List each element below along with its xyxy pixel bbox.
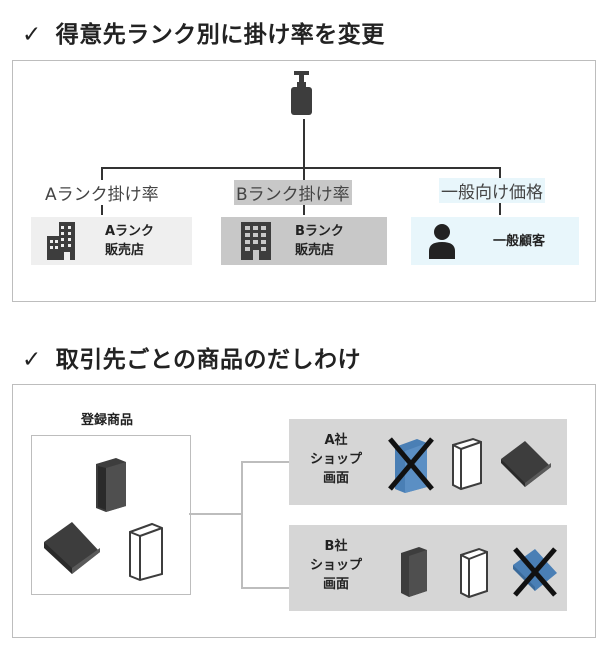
section1-heading: ✓ 得意先ランク別に掛け率を変更 [22,15,385,49]
pump-bottle-icon [291,71,312,115]
dark-book-icon [44,522,100,574]
shop-panel-a: A社 ショップ 画面 [289,419,567,505]
customer-card-a: Aランク 販売店 [31,217,192,265]
connector-trunk [303,119,305,169]
customer-card-general: 一般顧客 [411,217,579,265]
customer-card-b: Bランク 販売店 [221,217,387,265]
hidden-book-icon [513,547,557,597]
hidden-book-icon [388,437,434,493]
office-building-icon [47,222,75,260]
registered-products-box [31,435,191,595]
customer-name-a: Aランク 販売店 [105,224,155,258]
shop-panel-b: B社 ショップ 画面 [289,525,567,611]
customer-name-b: Bランク 販売店 [295,224,344,258]
tree-connector [241,461,289,463]
section2-title: 取引先ごとの商品のだしわけ [55,347,362,373]
outline-book-icon [452,437,482,491]
shop-name-a: A社 ショップ 画面 [309,433,362,486]
tree-connector [241,461,243,587]
person-icon [429,224,455,259]
dark-book-icon [96,458,126,512]
outline-book-icon [460,547,488,599]
tree-connector [241,587,289,589]
customer-name-general: 一般顧客 [493,233,546,249]
tree-connector [189,513,241,515]
section1-title: 得意先ランク別に掛け率を変更 [55,22,385,48]
office-building-icon [241,222,271,260]
outline-book-icon [129,522,163,582]
tier-label-general: 一般向け価格 [439,178,545,203]
check-icon: ✓ [22,347,42,373]
check-icon: ✓ [22,22,42,48]
product-visibility-panel: 登録商品 A社 ショップ 画面 [12,384,596,638]
dark-book-icon [401,547,427,597]
rank-diagram-panel: Aランク掛け率 Bランク掛け率 一般向け価格 Aランク 販売店 [12,60,596,302]
tier-label-a: Aランク掛け率 [43,180,161,205]
dark-book-icon [501,441,551,487]
registered-products-label: 登録商品 [81,413,134,428]
section2-heading: ✓ 取引先ごとの商品のだしわけ [22,340,361,374]
connector-bar [101,167,501,169]
shop-name-b: B社 ショップ 画面 [309,539,362,592]
tier-label-b: Bランク掛け率 [234,180,352,205]
